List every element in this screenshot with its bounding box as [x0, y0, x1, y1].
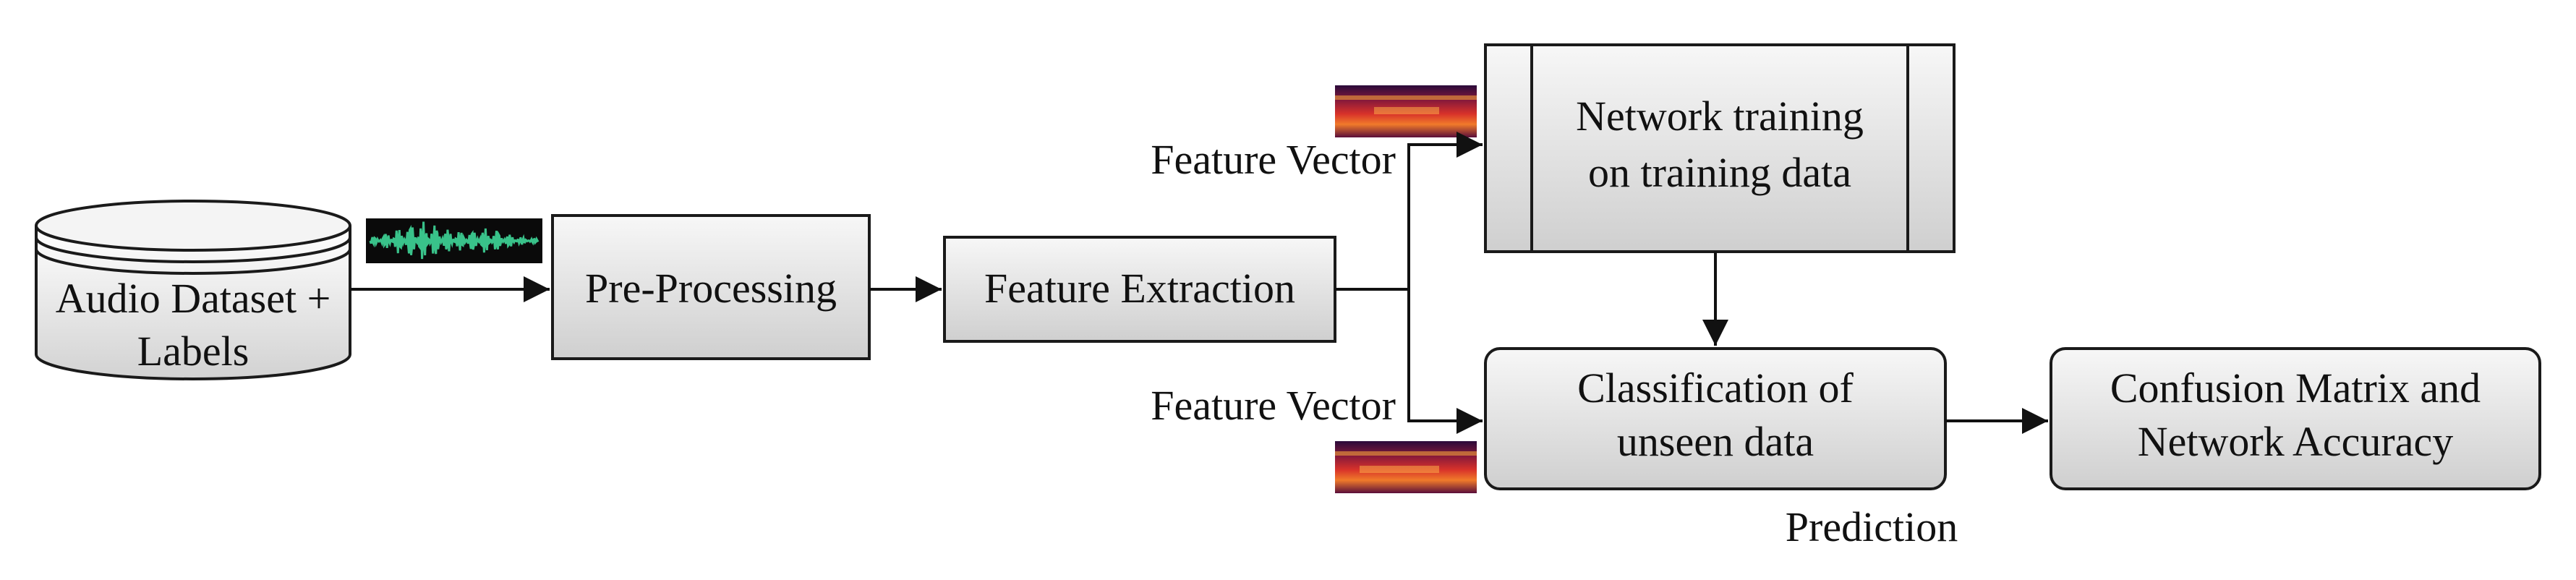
results-label-line2: Network Accuracy	[2138, 418, 2453, 465]
edge-features-to-training	[1335, 132, 1483, 291]
classification-label-line1: Classification of	[1577, 364, 1854, 411]
results-node: Confusion Matrix and Network Accuracy	[2050, 347, 2541, 490]
waveform-icon	[366, 218, 542, 263]
feature-vector-label-top: Feature Vector	[1151, 136, 1396, 183]
audio-dataset-label-line2: Labels	[137, 328, 250, 375]
classification-label-line2: unseen data	[1617, 418, 1814, 465]
feature-extraction-node: Feature Extraction	[943, 236, 1336, 343]
feature-vector-label-bottom: Feature Vector	[1151, 382, 1396, 429]
audio-dataset-label-line1: Audio Dataset +	[56, 275, 331, 322]
results-label-line1: Confusion Matrix and	[2110, 364, 2481, 411]
network-training-label-line1: Network training	[1576, 93, 1864, 140]
feature-extraction-label: Feature Extraction	[984, 265, 1295, 312]
preprocessing-node: Pre-Processing	[551, 214, 871, 360]
network-training-node: Network training on training data	[1484, 43, 1956, 253]
preprocessing-label: Pre-Processing	[585, 265, 837, 312]
audio-dataset-node: Audio Dataset + Labels	[35, 200, 351, 380]
classification-node: Classification of unseen data	[1484, 347, 1947, 490]
prediction-label: Prediction	[1786, 503, 1958, 550]
network-training-label-line2: on training data	[1588, 149, 1851, 196]
edge-features-to-classification	[1407, 289, 1483, 434]
spectrogram-icon-bottom	[1335, 441, 1477, 493]
spectrogram-icon-top	[1335, 85, 1477, 137]
